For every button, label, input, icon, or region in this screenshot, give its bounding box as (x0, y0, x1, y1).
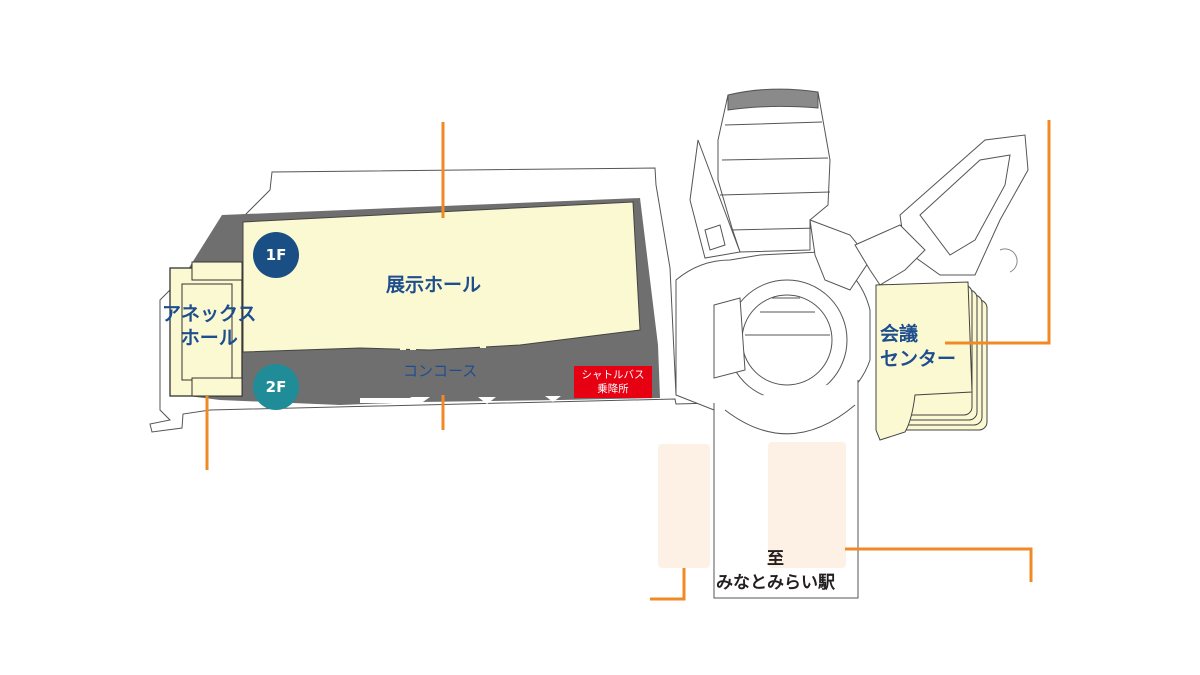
shuttle-bus-label: シャトルバス (581, 369, 645, 381)
annex-hall-label-line2: ホール (180, 327, 238, 349)
annex-hall-label-line1: アネックス (162, 303, 257, 325)
building-outline (149, 167, 715, 433)
leader-line-conference (945, 120, 1051, 345)
annex-hall-label: アネックス ホール (162, 302, 256, 350)
leader-line-station (845, 547, 1033, 582)
north-fan-building (689, 88, 871, 291)
exhibition-hall-area[interactable] (242, 201, 641, 353)
conference-center-label-line2: センター (880, 348, 957, 370)
shuttle-bus-stop-sign[interactable]: シャトルバス 乗降所 (574, 366, 652, 398)
station-direction-to: 至 (767, 549, 784, 569)
leader-lines (205, 120, 1051, 601)
parking-area-left (658, 444, 710, 568)
floor-badge-2f: 2F (253, 364, 299, 410)
exhibition-hall-label: 展示ホール (386, 274, 482, 296)
station-name: みなとみらい駅 (716, 573, 835, 593)
leader-line-parking (650, 568, 686, 601)
concourse-details (360, 342, 561, 404)
shuttle-bus-stop-label: 乗降所 (597, 383, 629, 395)
floor-badge-1f: 1F (253, 232, 299, 278)
annex-hall-area[interactable] (169, 261, 243, 397)
parking-area-right (768, 442, 846, 568)
conference-center-label-line1: 会議 (880, 323, 919, 345)
conference-center-area[interactable] (854, 134, 1029, 441)
conference-center-label: 会議 センター (880, 322, 956, 372)
concourse-label: コンコース (403, 362, 478, 380)
station-direction-label: 至 みなとみらい駅 (716, 547, 835, 595)
